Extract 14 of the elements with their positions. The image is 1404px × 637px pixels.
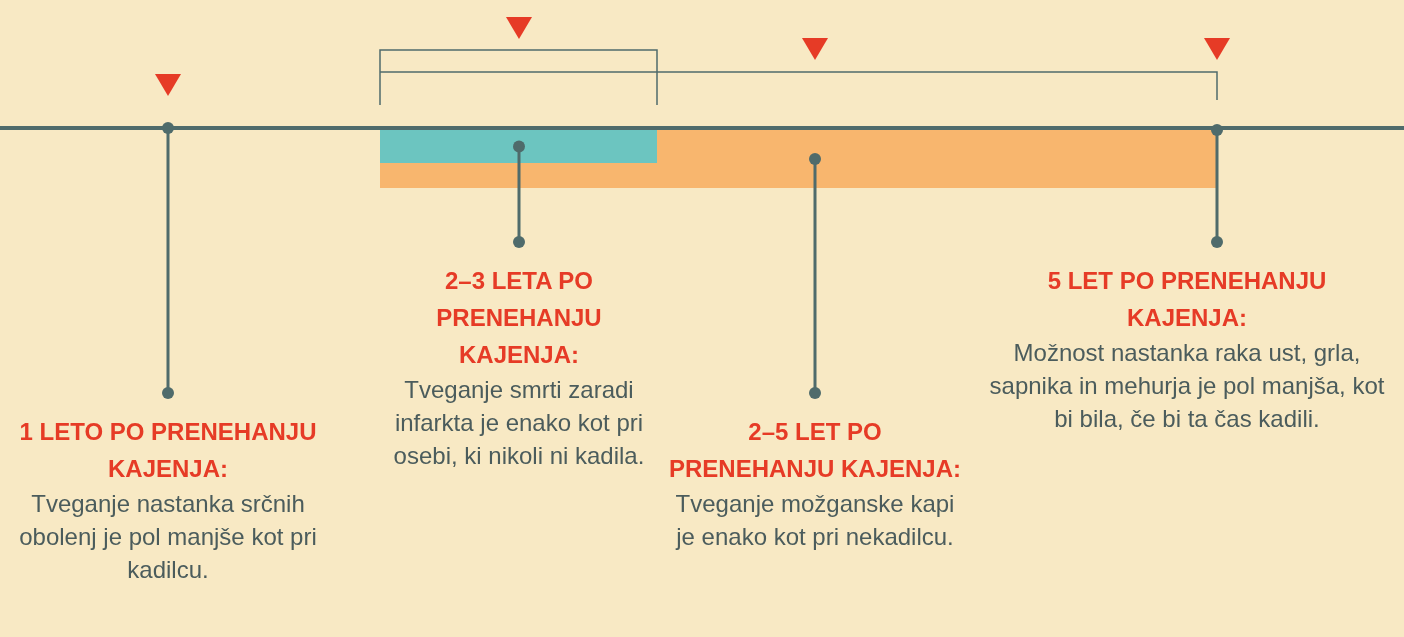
milestone-description: Tveganje možganske kapi je enako kot pri nekadilcu. [674,489,956,552]
leader-line [162,122,174,399]
milestone-heading: 1 LETO PO PRENEHANJU KAJENJA: [18,417,318,484]
milestone-heading: 5 LET PO PRENEHANJU KAJENJA: [1046,266,1328,333]
milestone-description: Tveganje nastanka srčnih obolenj je pol manjše kot pri kadilcu. [18,489,318,585]
timeline-bar [380,130,1217,188]
timeline-bar [380,130,657,163]
milestone-heading: 2–5 LET PO PRENEHANJU KAJENJA: [667,417,963,484]
milestone-heading: 2–3 LETA PO PRENEHANJU KAJENJA: [435,266,603,370]
leader-line [1211,124,1223,248]
leader-line [809,153,821,399]
leader-line [513,140,525,248]
milestone-description: Možnost nastanka raka ust, grla, sapnika in mehurja je pol manjša, kot bi bila, če bi ta čas kadili. [988,338,1386,434]
milestone-description: Tveganje smrti zaradi infarkta je enako kot pri osebi, ki nikoli ni kadila. [392,375,646,471]
